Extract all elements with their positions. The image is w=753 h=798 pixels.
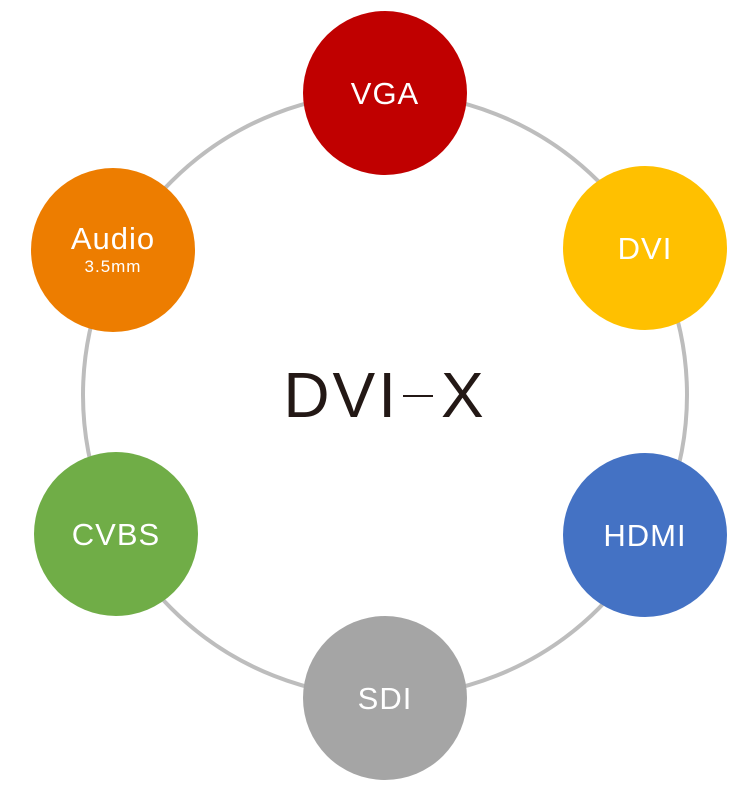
node-sublabel: 3.5mm [84, 257, 142, 276]
node-label: Audio [70, 221, 156, 256]
node-label: HDMI [603, 517, 687, 553]
node-label: DVI [617, 230, 673, 266]
node-hdmi: HDMI [563, 453, 727, 617]
center-title-left: DVI [283, 359, 399, 431]
center-title-right: X [441, 359, 487, 431]
node-cvbs: CVBS [34, 452, 198, 616]
node-label: CVBS [71, 516, 161, 552]
title-dash [403, 395, 433, 398]
node-label: VGA [350, 75, 420, 111]
center-title: DVI X [0, 358, 753, 432]
node-sdi: SDI [303, 616, 467, 780]
node-dvi: DVI [563, 166, 727, 330]
node-vga: VGA [303, 11, 467, 175]
node-label: SDI [357, 680, 413, 716]
node-audio: Audio 3.5mm [31, 168, 195, 332]
